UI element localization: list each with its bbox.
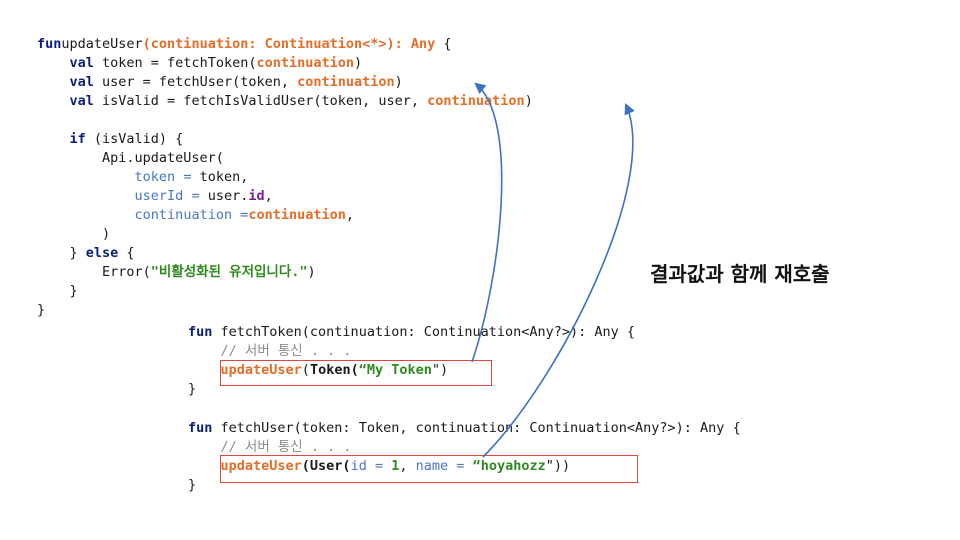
- code-token: “hoyahozz: [472, 458, 546, 474]
- code-token: user = fetchUser(token,: [93, 74, 298, 90]
- code-token: fetchToken(continuation: Continuation<An…: [212, 324, 636, 340]
- code-line: userId = user.id,: [37, 187, 533, 206]
- code-token: fetchUser(token: Token, continuation: Co…: [212, 420, 741, 436]
- code-token: updateUser: [61, 36, 143, 52]
- code-line: // 서버 통신 . . .: [188, 438, 741, 457]
- update-user-user-call-box: [220, 455, 638, 483]
- code-token: token =: [134, 169, 192, 185]
- fetch-token-code-block: fun fetchToken(continuation: Continuatio…: [188, 323, 635, 399]
- code-token: token = fetchToken(: [93, 55, 257, 71]
- code-token: }: [37, 245, 86, 261]
- code-token: fun: [188, 324, 213, 340]
- code-token: {: [435, 36, 452, 52]
- code-token: continuation: [248, 207, 346, 223]
- code-token: name =: [415, 458, 465, 474]
- code-line: if (isValid) {: [37, 130, 533, 149]
- code-line: } else {: [37, 244, 533, 263]
- code-token: ")): [545, 458, 571, 474]
- code-token: ): [37, 226, 111, 242]
- code-line: fun fetchUser(token: Token, continuation…: [188, 419, 741, 438]
- code-token: Error(: [37, 264, 151, 280]
- fetch-user-code-block: fun fetchUser(token: Token, continuation…: [188, 419, 741, 495]
- code-token: continuation: [256, 55, 355, 71]
- code-line: val user = fetchUser(token, continuation…: [37, 73, 533, 92]
- code-line: Api.updateUser(: [37, 149, 533, 168]
- code-token: else: [85, 245, 119, 261]
- update-user-code-block: funupdateUser(continuation: Continuation…: [37, 35, 533, 320]
- code-token: // 서버 통신 . . .: [220, 439, 352, 455]
- code-token: if: [69, 131, 86, 147]
- code-token: }: [37, 283, 78, 299]
- code-token: fun: [188, 420, 213, 436]
- code-token: isValid = fetchIsValidUser(token, user,: [93, 93, 428, 109]
- code-token: token,: [191, 169, 249, 185]
- update-user-token-call-box: [220, 360, 492, 386]
- code-token: user.: [199, 188, 249, 204]
- code-token: Api.updateUser(: [37, 150, 224, 166]
- code-token: }: [37, 302, 46, 318]
- code-token: // 서버 통신 . . .: [220, 343, 352, 359]
- code-token: val: [69, 74, 94, 90]
- code-line: val isValid = fetchIsValidUser(token, us…: [37, 92, 533, 111]
- code-token: ,: [399, 458, 416, 474]
- code-token: "): [431, 362, 449, 378]
- arrow-user-to-fetch-user-call: [482, 102, 635, 458]
- code-line: funupdateUser(continuation: Continuation…: [37, 35, 533, 54]
- code-token: “My Token: [358, 362, 432, 378]
- arrow-token-to-fetch-token-call: [471, 82, 503, 363]
- code-token: ,: [345, 207, 355, 223]
- code-token: ,: [264, 188, 273, 204]
- code-token: ): [394, 74, 403, 90]
- code-token: continuation: [297, 74, 395, 90]
- code-line: }: [37, 301, 533, 320]
- code-token: }: [188, 381, 197, 397]
- code-token: (isValid) {: [85, 131, 184, 147]
- code-token: (continuation: Continuation<*>): Any: [142, 36, 436, 52]
- code-token: fun: [37, 36, 62, 52]
- code-line: }: [188, 476, 741, 495]
- code-line: continuation =continuation,: [37, 206, 533, 225]
- code-token: updateUser: [220, 362, 302, 378]
- code-token: continuation =: [134, 207, 249, 223]
- code-token: val: [69, 55, 94, 71]
- code-token: val: [69, 93, 94, 109]
- code-token: id: [248, 188, 265, 204]
- code-token: Token(: [309, 362, 359, 378]
- code-line: }: [37, 282, 533, 301]
- code-token: id =: [350, 458, 384, 474]
- code-line: token = token,: [37, 168, 533, 187]
- code-line: ): [37, 225, 533, 244]
- code-token: (: [301, 362, 310, 378]
- code-line: updateUser(Token(“My Token"): [188, 361, 635, 380]
- code-token: updateUser: [220, 458, 302, 474]
- code-line: val token = fetchToken(continuation): [37, 54, 533, 73]
- code-token: "비활성화된 유저입니다.": [150, 264, 308, 280]
- code-token: ): [307, 264, 316, 280]
- code-token: continuation: [427, 93, 525, 109]
- code-token: ): [354, 55, 363, 71]
- code-line: fun fetchToken(continuation: Continuatio…: [188, 323, 635, 342]
- code-token: 1: [391, 458, 400, 474]
- code-line: }: [188, 380, 635, 399]
- code-line: Error("비활성화된 유저입니다."): [37, 263, 533, 282]
- code-line: // 서버 통신 . . .: [188, 342, 635, 361]
- recall-with-result-caption: 결과값과 함께 재호출: [650, 262, 830, 286]
- code-token: userId =: [134, 188, 200, 204]
- code-token: (User(: [301, 458, 351, 474]
- code-token: }: [188, 477, 197, 493]
- code-line: updateUser(User(id = 1, name = “hoyahozz…: [188, 457, 741, 476]
- code-token: {: [118, 245, 135, 261]
- code-token: ): [524, 93, 533, 109]
